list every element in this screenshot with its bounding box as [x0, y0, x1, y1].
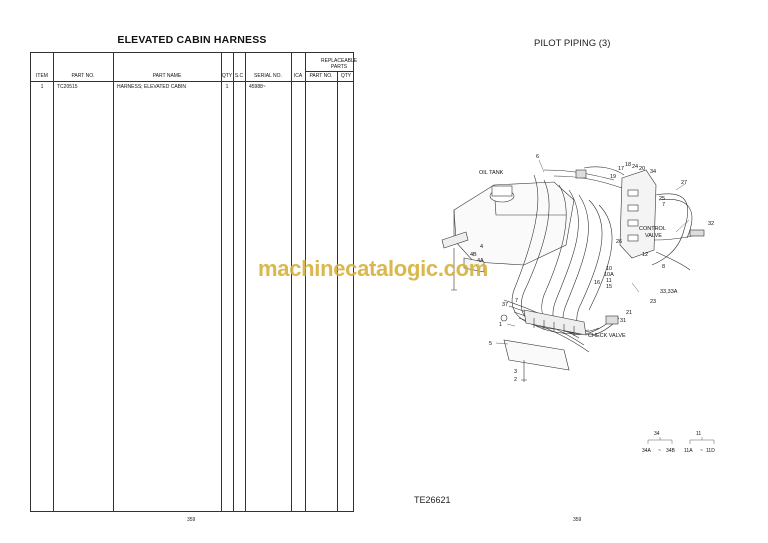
variant-34-from: 34A — [642, 448, 652, 454]
callout: 19 — [610, 174, 616, 180]
row-serial-no: 45988~ — [249, 84, 266, 90]
callout: 1 — [499, 322, 502, 328]
header-item: ITEM — [36, 73, 48, 79]
watermark: machinecatalogic.com — [258, 256, 488, 281]
callout: 23 — [650, 299, 656, 305]
callout: 26 — [616, 239, 622, 245]
check-valve-block — [523, 309, 587, 336]
row-part-name: HARNESS; ELEVATED CABIN — [117, 84, 186, 90]
pilot-piping-diagram: OIL TANK CONTROL VALVE CHECK VALVE 6 17 … — [441, 154, 715, 454]
column-divider — [305, 53, 306, 511]
callout: 7 — [662, 202, 665, 208]
oil-tank-shape — [453, 181, 575, 266]
bracket-plate — [503, 339, 570, 371]
header-sc: S.C — [234, 73, 244, 79]
callout: 15 — [606, 284, 612, 290]
header-divider — [305, 71, 353, 72]
page-number: 359 — [187, 517, 196, 523]
parts-table: ITEM PART NO. PART NAME QTY S.C SERIAL N… — [30, 52, 358, 512]
callout: 25 — [659, 196, 665, 202]
callout: 33,33A — [660, 289, 678, 295]
callout: 27 — [681, 180, 687, 186]
label-control-valve-2: VALVE — [645, 233, 662, 239]
callout: 4A — [477, 258, 484, 264]
svg-text:~: ~ — [658, 448, 661, 454]
svg-text:~: ~ — [700, 448, 703, 454]
callout: 5 — [489, 341, 492, 347]
callout: 11 — [606, 278, 612, 284]
column-divider — [245, 53, 246, 511]
figure-title: PILOT PIPING (3) — [534, 38, 611, 49]
header-part-name: PART NAME — [152, 73, 182, 79]
callout: 2 — [514, 377, 517, 383]
callout: 20 — [639, 166, 645, 172]
callout: 10A — [604, 272, 614, 278]
callout: 16 — [594, 280, 600, 286]
callout: 17 — [618, 166, 624, 172]
variant-34-parent: 34 — [654, 431, 660, 437]
callout: 7 — [515, 298, 518, 304]
header-ica: ICA — [293, 73, 303, 79]
page-title: ELEVATED CABIN HARNESS — [117, 34, 267, 46]
callout: 21 — [626, 310, 632, 316]
row-part-no: TC20515 — [57, 84, 78, 90]
label-check-valve: CHECK VALVE — [588, 333, 626, 339]
row-qty: 1 — [225, 84, 229, 90]
callout: 4 — [480, 244, 483, 250]
label-oil-tank: OIL TANK — [479, 170, 504, 176]
callout: 12 — [642, 252, 648, 258]
row-item: 1 — [40, 84, 44, 90]
header-serial-no: SERIAL NO. — [254, 73, 282, 79]
callout: 34 — [650, 169, 656, 175]
callout: 24 — [632, 164, 638, 170]
header-replaceable-qty: QTY — [340, 73, 352, 79]
variant-11-parent: 11 — [696, 431, 701, 437]
figure-code: TE26621 — [414, 495, 451, 505]
column-divider — [291, 53, 292, 511]
header-part-no: PART NO. — [71, 73, 95, 79]
left-page: ELEVATED CABIN HARNESS ITEM PART NO. PAR… — [30, 34, 358, 523]
callout: 37 — [502, 302, 508, 308]
column-divider — [53, 53, 54, 511]
callout: 8 — [662, 264, 665, 270]
label-control-valve-1: CONTROL — [639, 226, 666, 232]
callout: 4B — [470, 252, 477, 258]
callout: 31 — [620, 318, 626, 324]
page-number: 359 — [573, 517, 582, 523]
header-divider — [31, 81, 353, 82]
right-page: PILOT PIPING (3) — [384, 0, 768, 543]
variant-11-to: 11D — [706, 448, 715, 454]
variant-34-to: 34B — [666, 448, 676, 454]
header-qty: QTY — [221, 73, 233, 79]
header-replaceable-parts: REPLACEABLE PARTS — [321, 58, 358, 70]
column-divider — [337, 71, 338, 511]
callout: 18 — [625, 162, 631, 168]
control-valve-block — [619, 169, 657, 259]
callout: 10 — [606, 266, 612, 272]
callout: 32 — [708, 221, 714, 227]
callout: 3 — [514, 369, 517, 375]
callout: 6 — [536, 154, 539, 160]
header-replaceable-part-no: PART NO. — [309, 73, 333, 79]
column-divider — [233, 53, 234, 511]
variant-11-from: 11A — [684, 448, 693, 454]
column-divider — [113, 53, 114, 511]
column-divider — [221, 53, 222, 511]
